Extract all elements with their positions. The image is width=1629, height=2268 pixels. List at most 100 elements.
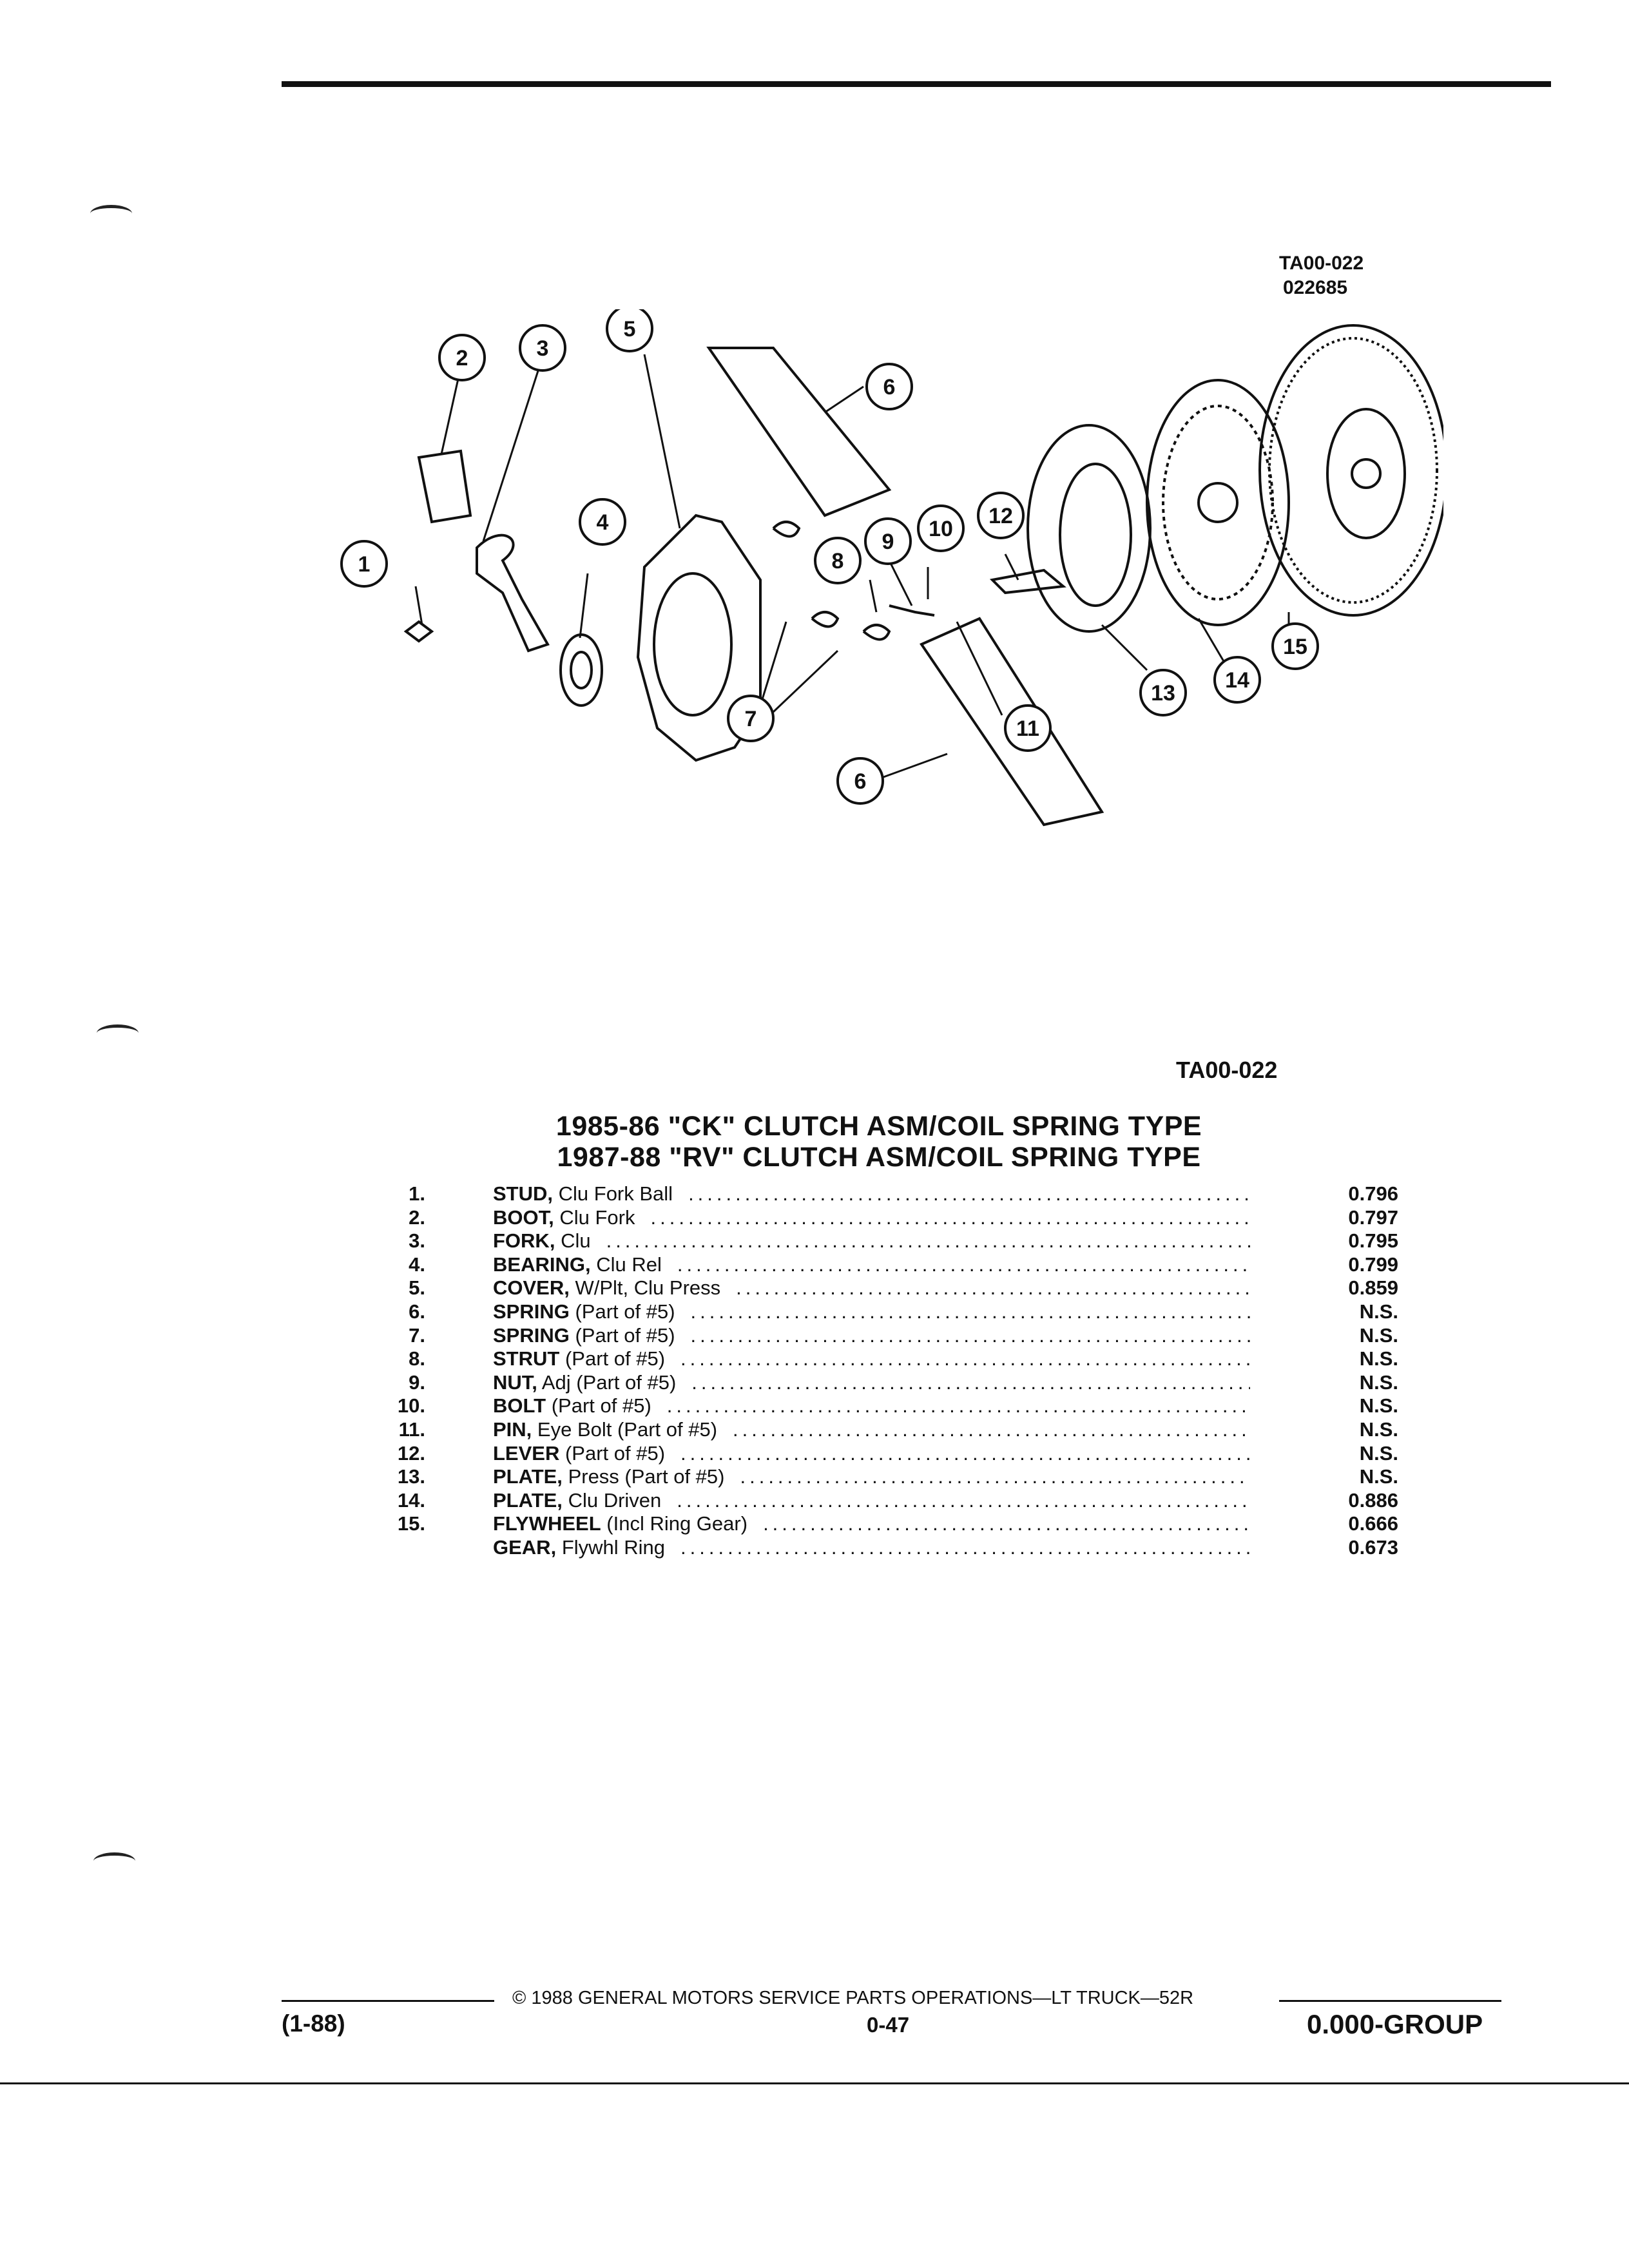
part-description: NUT, Adj (Part of #5)...................… (493, 1370, 1250, 1394)
figure-code-sub: 022685 (1283, 277, 1348, 298)
parts-list-row: 8.STRUT (Part of #5)....................… (380, 1347, 1398, 1371)
part-detail: (Part of #5) (575, 1300, 675, 1323)
part-name: SPRING (493, 1300, 570, 1323)
callout-6b: 6 (836, 757, 884, 805)
part-group-number: 0.796 (1348, 1182, 1398, 1205)
punch-mark (93, 1852, 135, 1870)
part-group-number: 0.673 (1348, 1535, 1398, 1559)
part-fork (476, 533, 550, 653)
callout-5: 5 (606, 309, 653, 352)
parts-list-row: 3. FORK, Clu.............................… (380, 1229, 1398, 1253)
part-group-number: N.S. (1359, 1300, 1398, 1323)
svg-text:7: 7 (745, 707, 757, 731)
part-description: STUD, Clu Fork Ball.....................… (493, 1182, 1250, 1205)
part-description: FORK, Clu...............................… (493, 1229, 1250, 1253)
part-group-number: N.S. (1359, 1323, 1398, 1347)
part-index: 9. (409, 1370, 425, 1394)
svg-text:5: 5 (624, 317, 636, 341)
part-detail: W/Plt, Clu Press (575, 1276, 721, 1300)
part-detail: Adj (Part of #5) (541, 1370, 677, 1394)
part-group-number: 0.666 (1348, 1512, 1398, 1535)
part-lever (989, 568, 1066, 595)
punch-mark (90, 205, 132, 222)
callout-1: 1 (340, 540, 388, 588)
callout-14: 14 (1213, 656, 1261, 704)
part-group-number: N.S. (1359, 1465, 1398, 1488)
part-description: FLYWHEEL (Incl Ring Gear)...............… (493, 1512, 1250, 1535)
svg-text:3: 3 (537, 336, 549, 361)
part-detail: Clu (561, 1229, 591, 1253)
parts-list-row: 13.PLATE, Press (Part of #5)............… (380, 1465, 1398, 1489)
svg-text:6: 6 (883, 375, 896, 399)
callout-9: 9 (864, 517, 912, 565)
section-title-2: 1987-88 "RV" CLUTCH ASM/COIL SPRING TYPE (557, 1142, 1201, 1173)
part-detail: (Incl Ring Gear) (606, 1512, 748, 1535)
svg-text:1: 1 (358, 552, 371, 577)
part-detail: (Part of #5) (564, 1441, 666, 1465)
part-name: PLATE, (493, 1465, 563, 1488)
footer-group: 0.000-GROUP (1307, 2009, 1483, 2039)
part-index: 13. (397, 1465, 425, 1488)
part-name: PIN, (493, 1418, 532, 1441)
parts-list-row: 12.LEVER (Part of #5)...................… (380, 1441, 1398, 1466)
part-stud (403, 620, 434, 643)
parts-list-row: 1. STUD, Clu Fork Ball...................… (380, 1182, 1398, 1206)
part-group-number: N.S. (1359, 1347, 1398, 1370)
parts-list-row: 6.SPRING (Part of #5)...................… (380, 1300, 1398, 1324)
part-group-number: N.S. (1359, 1370, 1398, 1394)
part-name: FORK, (493, 1229, 555, 1253)
part-group-number: 0.859 (1348, 1276, 1398, 1300)
part-name: STUD, (493, 1182, 553, 1205)
part-detail: (Part of #5) (551, 1394, 651, 1418)
svg-text:12: 12 (988, 504, 1013, 528)
part-name: GEAR, (493, 1535, 557, 1559)
part-pressure-plate (1027, 424, 1152, 633)
part-index: 2. (409, 1206, 425, 1229)
svg-text:6: 6 (854, 769, 867, 794)
callout-15: 15 (1271, 622, 1319, 670)
callout-3: 3 (519, 324, 566, 372)
part-index: 3. (409, 1229, 425, 1253)
part-name: STRUT (493, 1347, 560, 1370)
part-index: 12. (397, 1441, 425, 1465)
part-index: 1. (409, 1182, 425, 1205)
part-index: 10. (397, 1394, 425, 1418)
part-detail: Clu Rel (596, 1253, 662, 1276)
part-name: BEARING, (493, 1253, 591, 1276)
part-group-number: 0.795 (1348, 1229, 1398, 1253)
footer-page-number: 0-47 (867, 2013, 910, 2037)
figure-label: TA00-022 (1176, 1057, 1278, 1083)
part-boot (417, 449, 472, 524)
parts-list-row: 4.BEARING, Clu Rel......................… (380, 1253, 1398, 1277)
callout-4: 4 (579, 498, 626, 546)
callout-6a: 6 (865, 363, 913, 410)
footer-issue-date: (1-88) (282, 2010, 345, 2037)
section-title-1: 1985-86 "CK" CLUTCH ASM/COIL SPRING TYPE (555, 1111, 1202, 1142)
parts-list-row: 2.BOOT, Clu Fork........................… (380, 1206, 1398, 1230)
part-name: NUT, (493, 1370, 537, 1394)
parts-list-row: 15. FLYWHEEL (Incl Ring Gear)............… (380, 1512, 1398, 1536)
part-name: SPRING (493, 1323, 570, 1347)
part-description: STRUT (Part of #5)......................… (493, 1347, 1250, 1370)
footer-copyright: © 1988 GENERAL MOTORS SERVICE PARTS OPER… (512, 1988, 1194, 2008)
punch-mark (97, 1024, 139, 1042)
part-driven-plate (1146, 379, 1290, 626)
part-group-number: 0.799 (1348, 1253, 1398, 1276)
part-description: GEAR, Flywhl Ring.......................… (493, 1535, 1250, 1559)
part-description: BOLT (Part of #5).......................… (493, 1394, 1250, 1418)
part-flywheel (1258, 324, 1443, 617)
part-index: 7. (409, 1323, 425, 1347)
bottom-rule (0, 2082, 1629, 2084)
parts-list-row: 7.SPRING (Part of #5)...................… (380, 1323, 1398, 1348)
part-spring-small (772, 521, 801, 538)
figure-code-top: TA00-022 (1279, 253, 1364, 274)
part-detail: Clu Fork Ball (558, 1182, 673, 1205)
svg-text:8: 8 (832, 549, 844, 573)
callout-8: 8 (814, 537, 862, 584)
part-strut (889, 604, 935, 617)
part-detail: Flywhl Ring (561, 1535, 666, 1559)
part-description: PIN, Eye Bolt (Part of #5)..............… (493, 1418, 1250, 1441)
callout-2: 2 (438, 334, 486, 381)
part-index: 15. (397, 1512, 425, 1535)
parts-list-row: 5.COVER, W/Plt, Clu Press...............… (380, 1276, 1398, 1300)
